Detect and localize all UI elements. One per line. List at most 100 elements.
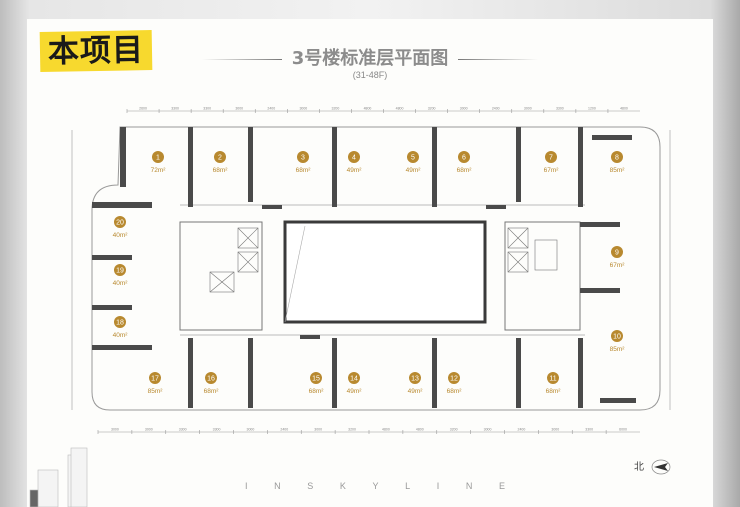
north-label: 北 <box>634 462 644 473</box>
unit-area: 85m² <box>610 167 626 174</box>
unit-12: 12 68m² <box>447 372 463 395</box>
dimension-label: 3000 <box>299 107 307 111</box>
dimension-label: 3000 <box>145 428 153 432</box>
unit-20: 20 40m² <box>113 216 129 239</box>
unit-4: 4 49m² <box>347 151 363 174</box>
unit-number: 3 <box>301 155 305 162</box>
unit-number-badge <box>152 151 164 163</box>
unit-number-badge <box>458 151 470 163</box>
unit-number: 12 <box>450 376 458 383</box>
dimension-label: 2400 <box>267 107 275 111</box>
dimension-label: 4800 <box>620 107 628 111</box>
unit-area: 68m² <box>447 388 463 395</box>
brand-letter: I <box>245 481 248 491</box>
unit-10: 10 85m² <box>610 330 626 353</box>
dimension-label: 3000 <box>314 428 322 432</box>
unit-number: 1 <box>156 155 160 162</box>
brand-letter: S <box>307 481 314 491</box>
unit-number: 19 <box>116 268 124 275</box>
dimension-label: 3300 <box>171 107 179 111</box>
unit-number-badge <box>348 151 360 163</box>
unit-number: 17 <box>151 376 159 383</box>
dimension-label: 3000 <box>111 428 119 432</box>
dimension-label: 3000 <box>524 107 532 111</box>
unit-number-badge <box>310 372 322 384</box>
unit-area: 72m² <box>151 167 167 174</box>
title-text: 3号楼标准层平面图 <box>291 48 449 69</box>
unit-1: 1 72m² <box>151 151 167 174</box>
unit-area: 67m² <box>544 167 560 174</box>
dimension-label: 3000 <box>247 428 255 432</box>
dimension-label: 3000 <box>235 107 243 111</box>
building-outline <box>91 126 661 411</box>
unit-number: 13 <box>411 376 419 383</box>
dimension-label: 2400 <box>492 107 500 111</box>
unit-area: 40m² <box>113 232 129 239</box>
unit-number-badge <box>448 372 460 384</box>
unit-area: 49m² <box>406 167 422 174</box>
unit-number: 20 <box>116 220 124 227</box>
unit-number: 6 <box>462 155 466 162</box>
walls <box>92 127 636 408</box>
unit-number-badge <box>348 372 360 384</box>
dimension-label: 2600 <box>139 107 147 111</box>
unit-number-badge <box>611 246 623 258</box>
unit-5: 5 49m² <box>406 151 422 174</box>
corridor <box>180 204 585 336</box>
dimension-label: 3200 <box>332 107 340 111</box>
unit-number-badge <box>611 151 623 163</box>
dimension-label: 3300 <box>213 428 221 432</box>
brand-letter: E <box>498 481 505 491</box>
brand-letter: K <box>339 481 346 491</box>
title-divider-left <box>201 58 282 60</box>
dimension-label: 3200 <box>348 428 356 432</box>
dimension-label: 4800 <box>396 107 404 111</box>
unit-area: 68m² <box>213 167 229 174</box>
unit-area: 68m² <box>309 388 325 395</box>
dimension-label: 2400 <box>280 428 288 432</box>
brand-letter: N <box>274 481 281 491</box>
unit-number: 7 <box>549 155 553 162</box>
atrium <box>283 220 487 324</box>
unit-number: 5 <box>411 155 415 162</box>
title-divider-right <box>458 58 539 60</box>
dimension-label: 3300 <box>179 428 187 432</box>
brand-letter: I <box>436 481 440 491</box>
unit-area: 68m² <box>204 388 220 395</box>
unit-number: 8 <box>615 155 619 162</box>
dimension-label: 3000 <box>484 428 492 432</box>
unit-number: 10 <box>613 334 621 341</box>
north-arrow-icon <box>651 459 671 475</box>
brand-letter: Y <box>372 481 379 491</box>
dimension-label: 4800 <box>382 428 390 432</box>
unit-area: 40m² <box>113 332 129 339</box>
unit-number-badge <box>149 372 161 384</box>
elevators-icon <box>209 227 558 293</box>
unit-number-badge <box>409 372 421 384</box>
unit-number: 9 <box>615 250 619 257</box>
unit-17: 17 85m² <box>148 372 164 395</box>
floor-range: (31-48F) <box>352 70 388 80</box>
unit-number-badge <box>545 151 557 163</box>
unit-number: 4 <box>352 155 356 162</box>
north-indicator: 北 <box>634 458 671 475</box>
unit-area: 49m² <box>347 167 363 174</box>
core-right <box>504 221 581 331</box>
dimension-label: 3000 <box>551 428 559 432</box>
unit-area: 85m² <box>610 346 626 353</box>
unit-number-badge <box>114 216 126 228</box>
core-left <box>179 221 263 331</box>
dimension-label: 4800 <box>416 428 424 432</box>
unit-area: 85m² <box>148 388 164 395</box>
brand-letter: N <box>465 481 473 491</box>
